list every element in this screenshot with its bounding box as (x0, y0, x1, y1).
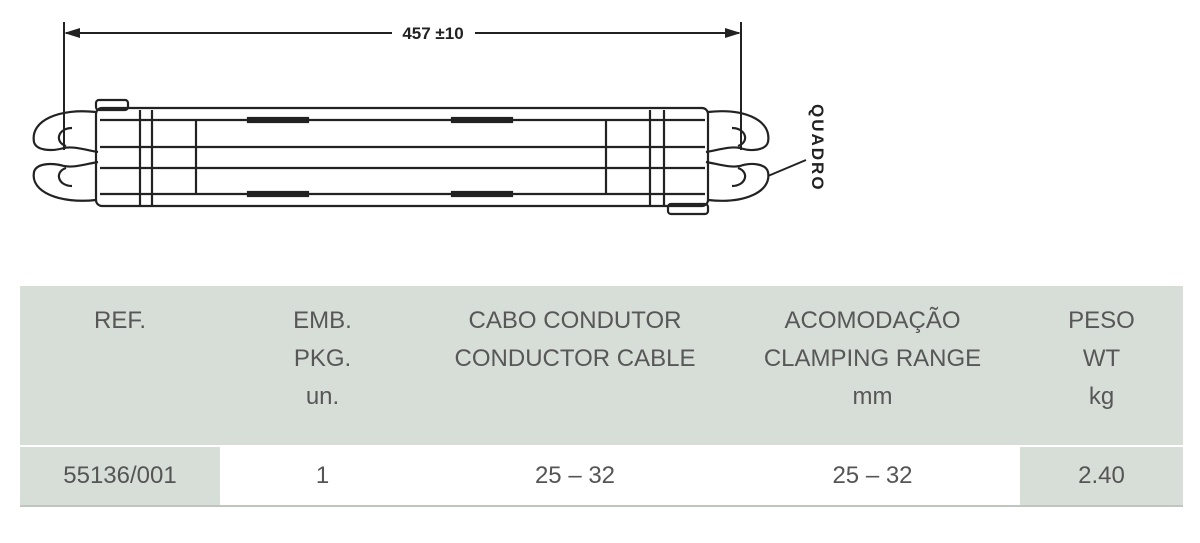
cell-conductor-cable: 25 – 32 (425, 445, 725, 507)
spec-table: REF. EMB. PKG. un. CABO CONDUTOR CONDUCT… (20, 286, 1183, 507)
cell-weight: 2.40 (1020, 445, 1183, 507)
clamp-body (32, 98, 770, 216)
table-row: 55136/001 1 25 – 32 25 – 32 2.40 (20, 445, 1183, 507)
header-weight: PESO WT kg (1020, 286, 1183, 446)
header-ref: REF. (20, 286, 220, 446)
header-pkg: EMB. PKG. un. (220, 286, 425, 446)
header-conductor-cable: CABO CONDUTOR CONDUCTOR CABLE (425, 286, 725, 446)
cell-ref: 55136/001 (20, 445, 220, 507)
dimension-label: 457 ±10 (402, 24, 463, 43)
cell-pkg: 1 (220, 445, 425, 507)
header-row: REF. EMB. PKG. un. CABO CONDUTOR CONDUCT… (20, 286, 1183, 446)
svg-text:QUADRO: QUADRO (808, 104, 827, 192)
dimension-line (63, 22, 742, 150)
quadro-label: QUADRO (808, 104, 827, 192)
cell-clamping-range: 25 – 32 (725, 445, 1020, 507)
leader-line (767, 159, 807, 177)
header-clamping-range: ACOMODAÇÃO CLAMPING RANGE mm (725, 286, 1020, 446)
technical-drawing: 457 ±10 (32, 22, 807, 216)
